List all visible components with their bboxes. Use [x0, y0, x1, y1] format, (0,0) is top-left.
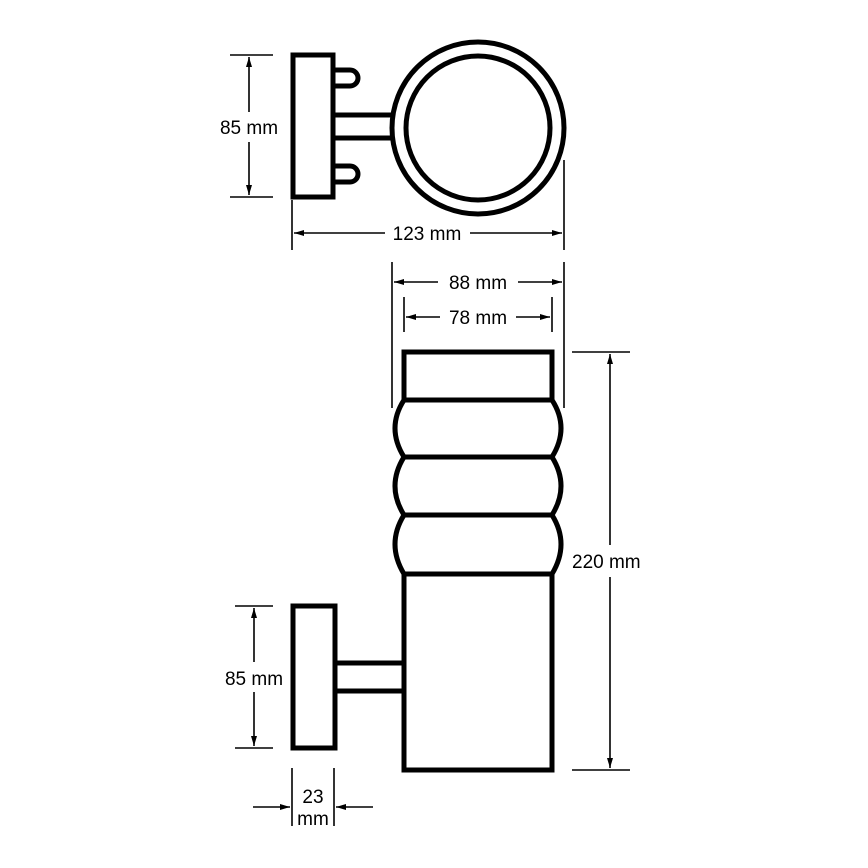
- front-rib-2: [392, 454, 564, 518]
- front-body: [401, 571, 555, 773]
- top-lamp-outer-ring: [389, 39, 567, 217]
- top-view: 85 mm 123 mm: [220, 39, 567, 250]
- front-view: 88 mm 78 mm 220 mm: [391, 262, 641, 773]
- side-depth-dimension: 23 mm: [253, 768, 373, 830]
- top-screw-tab-lower: [335, 163, 361, 185]
- top-width-label: 123 mm: [393, 224, 462, 245]
- front-rib-1: [392, 397, 564, 460]
- front-inner-width-label: 78 mm: [449, 308, 507, 329]
- top-screw-tab-upper: [335, 67, 361, 89]
- side-bracket: 85 mm 23 mm: [225, 603, 402, 830]
- front-outer-width-dimension: 88 mm: [391, 262, 565, 408]
- side-depth-label-number: 23: [302, 787, 323, 808]
- side-depth-label-unit: mm: [297, 809, 329, 830]
- top-wall-plate: [290, 52, 336, 200]
- front-height-label: 220 mm: [572, 552, 641, 573]
- front-top-cap: [401, 349, 555, 403]
- top-lamp-inner-ring: [403, 53, 553, 203]
- side-wall-plate: [290, 603, 338, 751]
- front-outer-width-label: 88 mm: [449, 273, 507, 294]
- top-height-label: 85 mm: [220, 118, 278, 139]
- front-rib-3: [392, 512, 564, 577]
- front-height-dimension: 220 mm: [572, 351, 641, 771]
- side-height-dimension: 85 mm: [225, 605, 283, 749]
- top-height-dimension: 85 mm: [220, 54, 278, 198]
- side-height-label: 85 mm: [225, 669, 283, 690]
- front-inner-width-dimension: 78 mm: [403, 297, 553, 332]
- top-width-dimension: 123 mm: [291, 160, 565, 250]
